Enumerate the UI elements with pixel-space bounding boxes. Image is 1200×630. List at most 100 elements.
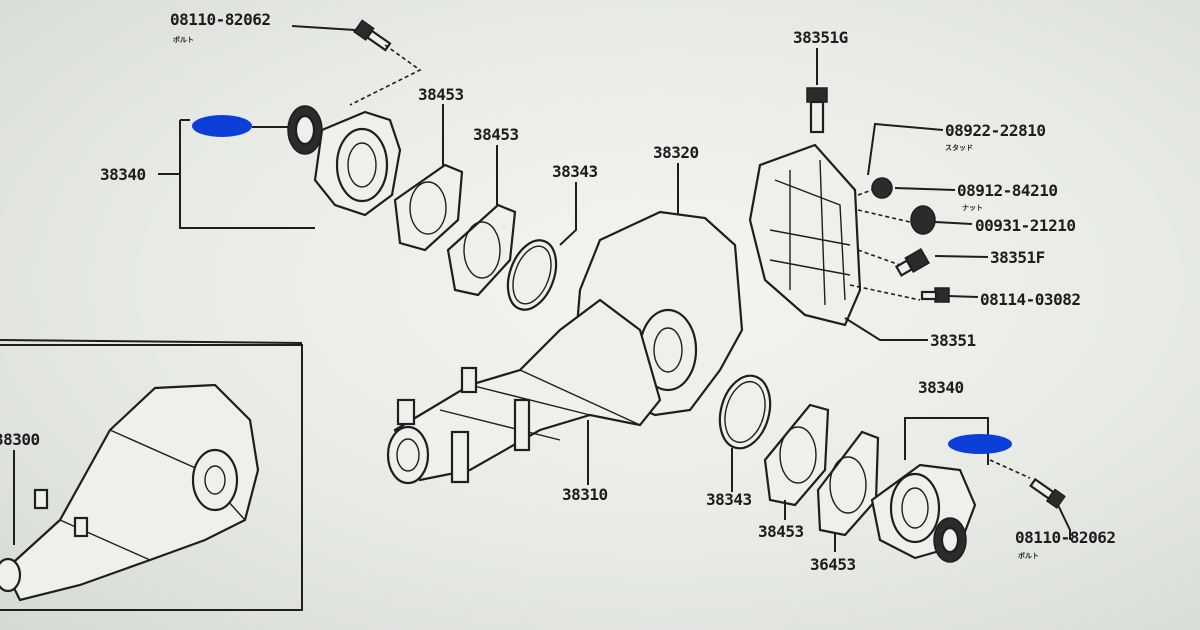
inset-axle-end [0,557,22,593]
label-plug-side: 38351F [990,248,1045,267]
gasket-b-shape [446,203,517,297]
inset-part-number: 38300 [0,430,40,449]
housing-boss-4 [513,398,531,452]
inset-frame [0,344,303,611]
inset-view: 38300 [0,339,303,611]
sublabel-bolt-bottom-right: ボルト [1018,551,1039,560]
dash-bolt-top-left [349,44,422,106]
dash-nut [857,189,873,196]
gasket-c-hole [779,426,817,484]
leader-bolt-bottom-right [1057,504,1071,540]
bolt-top-left: 08110-82062 ボルト [170,10,422,106]
housing-body [393,298,662,482]
label-bearing-assy-right: 38340 [918,378,964,397]
plug-top-thread [809,100,825,134]
sublabel-stud: スタッド [945,143,973,152]
gasket-a-shape [393,163,464,252]
o-ring-right-inner [724,380,766,444]
o-ring-right: 38343 [706,374,772,509]
label-bolt-top-left: 08110-82062 [170,10,270,29]
nut: 08912-84210 ナット [857,177,1058,212]
housing-boss-3 [460,366,478,394]
plug-side: 38351F [857,248,1045,277]
housing-boss-1 [396,398,416,426]
dash-plug-side [857,249,901,266]
sublabel-nut: ナット [962,204,983,212]
housing-axle-end [386,425,430,485]
redaction-marker-right [948,434,1012,454]
bearing-retainer-left-bore [347,142,377,188]
gasket-b-hole [463,221,501,279]
inset-flange [191,448,239,512]
bearing-assembly-left: 38340 [100,105,402,229]
inset-flange-hole [204,465,226,495]
label-gasket-b: 38453 [473,125,519,144]
label-stud: 08922-22810 [945,121,1045,140]
bearing-retainer-left-ring [335,127,389,203]
leader-cover [844,317,928,341]
label-gasket-plug: 00931-21210 [975,216,1075,235]
leader-stud [867,122,944,176]
bolt-cover-thread [920,290,938,301]
oil-seal-left-inner [294,114,316,146]
bracket-bearing-assy-left [158,119,315,229]
dash-bolt-cover [849,284,921,301]
oil-seal-right-inner [940,526,960,554]
gasket-c-shape [763,403,830,507]
leader-plug-side [934,255,989,258]
label-gasket-d: 36453 [810,555,856,574]
label-bearing-assy-left: 38340 [100,165,146,184]
plug-top-head [806,87,828,103]
dash-bolt-bottom-right [989,459,1031,479]
label-gasket-c: 38453 [758,522,804,541]
bearing-retainer-right-bore [901,487,929,529]
rear-cover: 38351G 38351 [748,28,976,350]
bearing-assembly-right: 38340 [870,378,1031,563]
label-bolt-cover: 08114-03082 [980,290,1080,309]
bearing-retainer-right-ring [889,472,941,544]
bolt-bottom-right: 08110-82062 ボルト [1015,477,1116,560]
o-ring-left: 38343 [506,162,598,311]
dash-gasket-plug [857,209,911,223]
stud: 08922-22810 スタッド [867,121,1046,176]
gasket-b: 38453 [446,125,519,297]
carrier-bore-inner [653,327,683,373]
gasket-d-hole [829,456,867,514]
redaction-marker-left [192,115,252,137]
label-bolt-bottom-right: 08110-82062 [1015,528,1115,547]
leader-nut [894,187,956,191]
leader-bolt-cover [947,295,979,298]
inset-boss [33,488,49,510]
bolt-cover: 08114-03082 [849,284,1081,309]
leader-oring-left [559,182,577,246]
label-housing: 38310 [562,485,608,504]
bolt-icon-top-left [353,19,392,52]
plug-side-icon [894,248,930,277]
gasket-a-hole [409,181,447,235]
nut-icon [871,177,893,199]
label-nut: 08912-84210 [957,181,1057,200]
housing-axle-end-inner [396,438,420,472]
label-oring-left: 38343 [552,162,598,181]
inset-boss-2 [73,516,89,538]
inset-top-edge [0,339,303,344]
axle-housing: 38310 [386,298,662,504]
label-cover: 38351 [930,331,976,350]
gasket-a: 38453 [393,85,464,252]
bolt-icon-bottom-right [1029,477,1066,509]
o-ring-left-inner [512,245,552,305]
o-ring-left-shape [506,239,558,311]
gasket-plug-icon [910,205,936,235]
housing-boss-2 [450,430,470,484]
label-gasket-a: 38453 [418,85,464,104]
leader-bolt-top-left [291,25,356,31]
cover-ribs [769,159,851,306]
sublabel-bolt-top-left: ボルト [173,35,194,44]
label-plug-top: 38351G [793,28,848,47]
leader-gasket-plug [934,221,973,225]
label-oring-right: 38343 [706,490,752,509]
gasket-d: 36453 [810,430,880,574]
label-carrier: 38320 [653,143,699,162]
